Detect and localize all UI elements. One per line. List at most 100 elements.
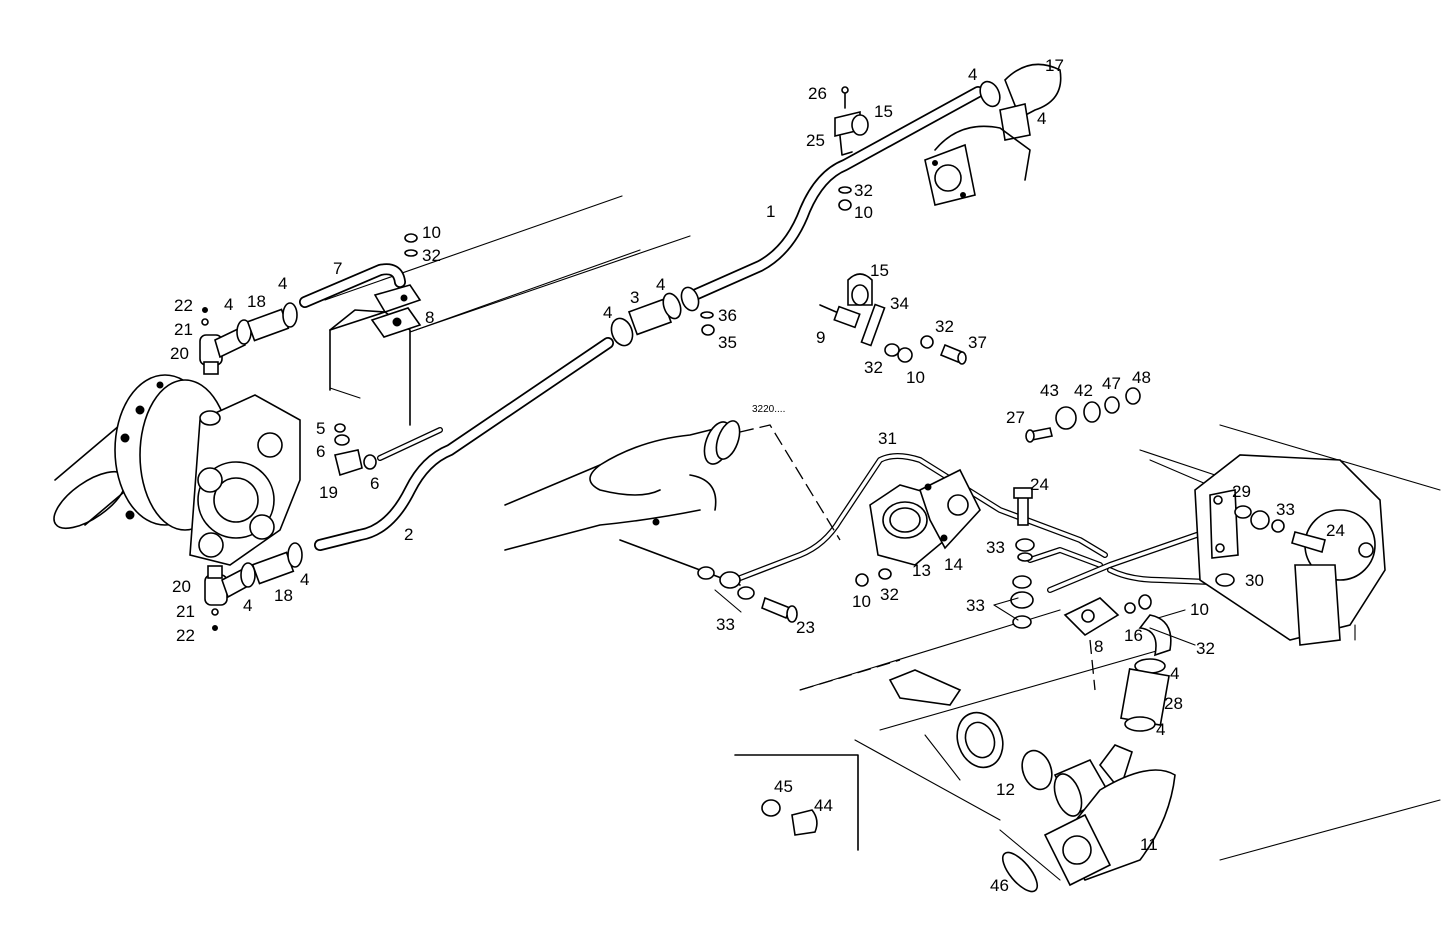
- callout-4: 4: [243, 596, 252, 615]
- nut-washer-stack-upper: [404, 233, 418, 257]
- callout-4: 4: [603, 303, 612, 322]
- callout-14: 14: [944, 555, 963, 574]
- callout-24: 24: [1326, 521, 1345, 540]
- callout-34: 34: [890, 294, 909, 313]
- banjo-fitting-19: [334, 423, 377, 477]
- callout-9: 9: [816, 328, 825, 347]
- callout-30: 30: [1245, 571, 1264, 590]
- callout-10: 10: [422, 223, 441, 242]
- callout-48: 48: [1132, 368, 1151, 387]
- callout-31: 31: [878, 429, 897, 448]
- callout-4: 4: [968, 65, 977, 84]
- pipe-7: [299, 263, 406, 308]
- callout-42: 42: [1074, 381, 1093, 400]
- callout-43: 43: [1040, 381, 1059, 400]
- callout-10: 10: [852, 592, 871, 611]
- gear-housing-right: [1194, 454, 1386, 646]
- callout-10: 10: [1190, 600, 1209, 619]
- turbo-fittings: [199, 302, 303, 631]
- callout-19: 19: [319, 483, 338, 502]
- callout-18: 18: [247, 292, 266, 311]
- inset-box: [734, 754, 859, 851]
- callout-21: 21: [176, 602, 195, 621]
- callout-4: 4: [656, 275, 665, 294]
- callout-29: 29: [1232, 482, 1251, 501]
- callout-15: 15: [874, 102, 893, 121]
- callout-6: 6: [316, 442, 325, 461]
- bolt-24-stack: [1010, 487, 1035, 629]
- leader-lines: [714, 589, 1196, 646]
- callout-27: 27: [1006, 408, 1025, 427]
- callout-5: 5: [316, 419, 325, 438]
- callout-32: 32: [422, 246, 441, 265]
- callout-2: 2: [404, 525, 413, 544]
- callout-32: 32: [1196, 639, 1215, 658]
- callout-22: 22: [176, 626, 195, 645]
- callout-35: 35: [718, 333, 737, 352]
- callout-20: 20: [172, 577, 191, 596]
- callout-4: 4: [278, 274, 287, 293]
- callout-32: 32: [864, 358, 883, 377]
- callout-18: 18: [274, 586, 293, 605]
- turbocharger: [53, 374, 301, 566]
- pipe-1: [684, 86, 984, 303]
- callout-4: 4: [1037, 109, 1046, 128]
- callout-16: 16: [1124, 626, 1143, 645]
- reference-label: 3220....: [752, 404, 785, 415]
- callout-15: 15: [870, 261, 889, 280]
- callout-13: 13: [912, 561, 931, 580]
- callout-33: 33: [966, 596, 985, 615]
- callout-33: 33: [716, 615, 735, 634]
- callout-47: 47: [1102, 374, 1121, 393]
- callout-25: 25: [806, 131, 825, 150]
- callout-24: 24: [1030, 475, 1049, 494]
- tube-31: [732, 453, 1243, 593]
- banjo-bolt-23: [697, 566, 798, 623]
- callout-10: 10: [906, 368, 925, 387]
- callout-1: 1: [766, 202, 775, 221]
- flange-8-upper: [370, 284, 422, 338]
- washer-36-35: [700, 311, 715, 336]
- callout-33: 33: [1276, 500, 1295, 519]
- clamp-bracket-group: [819, 273, 967, 365]
- engine-block-outline: [324, 195, 691, 426]
- outlet-stub: [888, 669, 1004, 769]
- callout-4: 4: [1156, 720, 1165, 739]
- clamp-15-top: [834, 86, 869, 211]
- sleeve-3: [610, 286, 700, 347]
- callout-17: 17: [1045, 56, 1064, 75]
- hose-28: [1120, 658, 1170, 732]
- flange-8-lower: [1063, 594, 1172, 657]
- callout-37: 37: [968, 333, 987, 352]
- elbow-11: [1001, 744, 1176, 893]
- callout-32: 32: [880, 585, 899, 604]
- exhaust-elbow-17: [924, 63, 1062, 206]
- callout-46: 46: [990, 876, 1009, 895]
- callout-6: 6: [370, 474, 379, 493]
- callout-8: 8: [1094, 637, 1103, 656]
- callout-28: 28: [1164, 694, 1183, 713]
- callout-32: 32: [935, 317, 954, 336]
- callout-32: 32: [854, 181, 873, 200]
- callout-3: 3: [630, 288, 639, 307]
- callout-4: 4: [300, 570, 309, 589]
- callout-22: 22: [174, 296, 193, 315]
- callout-26: 26: [808, 84, 827, 103]
- callout-45: 45: [774, 777, 793, 796]
- callout-4: 4: [224, 295, 233, 314]
- callout-33: 33: [986, 538, 1005, 557]
- intake-manifold-outline: [504, 420, 741, 586]
- callout-7: 7: [333, 259, 342, 278]
- dashed-leaders: [739, 424, 1096, 691]
- callout-4: 4: [1170, 664, 1179, 683]
- callout-labels: 17 4 4 26 15 25 32 10 1 10 32 7 4 18 4 2…: [170, 56, 1345, 895]
- pipe-2: [314, 337, 614, 551]
- callout-20: 20: [170, 344, 189, 363]
- flange-13-14: [855, 468, 981, 587]
- callout-23: 23: [796, 618, 815, 637]
- callout-10: 10: [854, 203, 873, 222]
- bolt-washer-stack-27: [1025, 387, 1141, 443]
- callout-11: 11: [1140, 835, 1158, 854]
- callout-21: 21: [174, 320, 193, 339]
